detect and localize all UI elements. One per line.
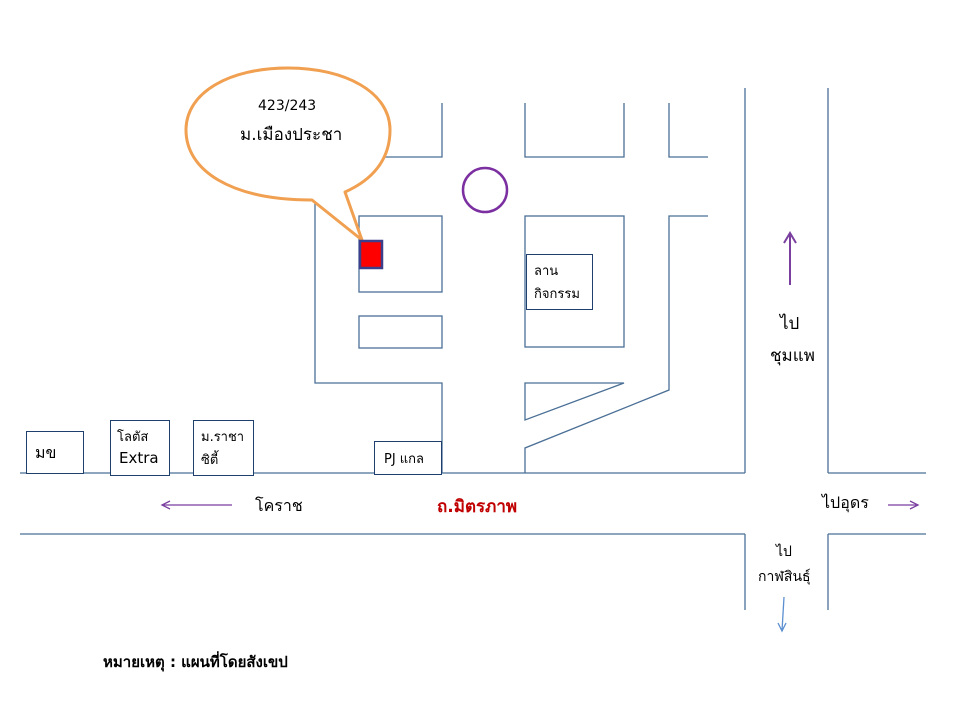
- lotus-extra-box: โลตัส Extra: [110, 420, 170, 476]
- to-udon-label: ไปอุดร: [822, 493, 869, 512]
- road-to-kalasin: [744, 534, 829, 610]
- bubble-address: 423/243: [258, 98, 317, 114]
- road-to-chumphae: [744, 88, 829, 473]
- bubble-village: ม.เมืองประชา: [240, 125, 343, 145]
- to-kalasin-line2: กาฬสินธุ์: [758, 569, 811, 585]
- pj-label: PJ แกล: [384, 452, 425, 467]
- activity-yard-box: ลาน กิจกรรม: [526, 254, 593, 310]
- pj-box: PJ แกล: [374, 441, 442, 475]
- arrow-to-chumphae: [783, 231, 797, 285]
- mokho-label: มข: [35, 443, 57, 462]
- arrow-to-udon: [888, 500, 920, 510]
- to-kalasin-line1: ไป: [776, 544, 792, 560]
- activity-yard-line1: ลาน: [534, 264, 559, 279]
- mokho-box: มข: [26, 431, 84, 474]
- map-note: หมายเหตุ : แผนที่โดยสังเขป: [103, 653, 288, 671]
- main-road-label: ถ.มิตรภาพ: [437, 497, 518, 517]
- village-streets: [314, 103, 708, 473]
- lotus-line1: โลตัส: [117, 430, 149, 445]
- racha-line1: ม.ราชา: [201, 430, 245, 445]
- racha-line2: ซิตี้: [201, 453, 219, 468]
- location-marker: [358, 239, 384, 270]
- to-korat-label: โคราช: [255, 496, 303, 515]
- to-chumphae-line1: ไป: [780, 314, 800, 334]
- racha-city-box: ม.ราชา ซิตี้: [193, 420, 254, 476]
- arrow-to-kalasin: [777, 596, 787, 633]
- activity-yard-line2: กิจกรรม: [534, 287, 580, 302]
- to-chumphae-line2: ชุมแพ: [770, 346, 815, 366]
- address-bubble: [184, 66, 392, 242]
- lotus-line2: Extra: [119, 449, 159, 467]
- roundabout-circle: [461, 166, 509, 214]
- arrow-to-korat: [160, 500, 232, 510]
